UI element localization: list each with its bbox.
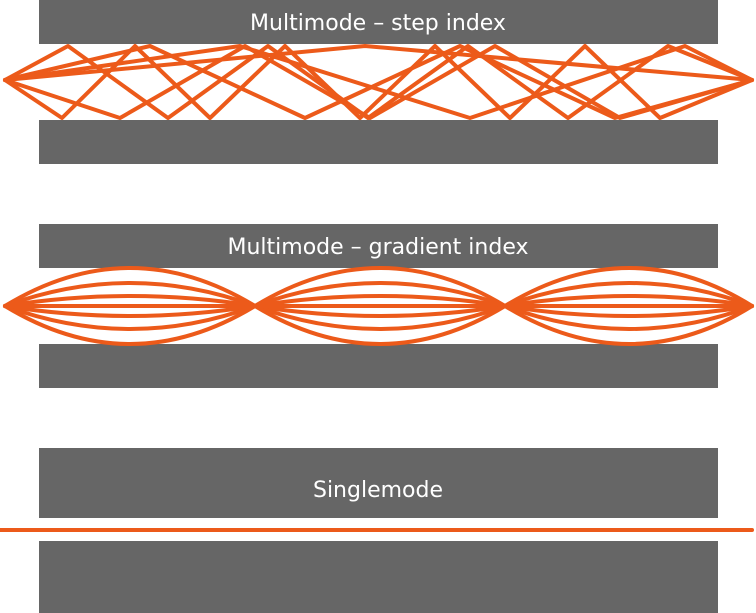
gradient-index-ray [3,281,754,308]
panel-singlemode: Singlemode [0,448,754,613]
gradient-index-top-cladding [39,224,718,268]
gradient-index-label: Multimode – gradient index [227,235,528,260]
gradient-index-rays [3,266,754,346]
gradient-index-ray [3,304,754,346]
gradient-index-ray [3,294,754,308]
panel-gradient-index: Multimode – gradient index [3,224,754,388]
step-index-ray [3,44,754,82]
panel-step-index: Multimode – step index [3,0,754,164]
singlemode-label: Singlemode [313,478,443,503]
gradient-index-ray [3,304,754,331]
gradient-index-bottom-cladding [39,344,718,388]
gradient-index-ray [3,304,754,318]
singlemode-bottom-cladding [39,541,718,613]
step-index-ray [3,44,754,120]
step-index-top-cladding [39,0,718,44]
step-index-rays [3,44,754,120]
singlemode-top-cladding [39,448,718,518]
step-index-bottom-cladding [39,120,718,164]
gradient-index-ray [3,266,754,308]
step-index-label: Multimode – step index [250,11,506,36]
step-index-ray [3,44,754,120]
